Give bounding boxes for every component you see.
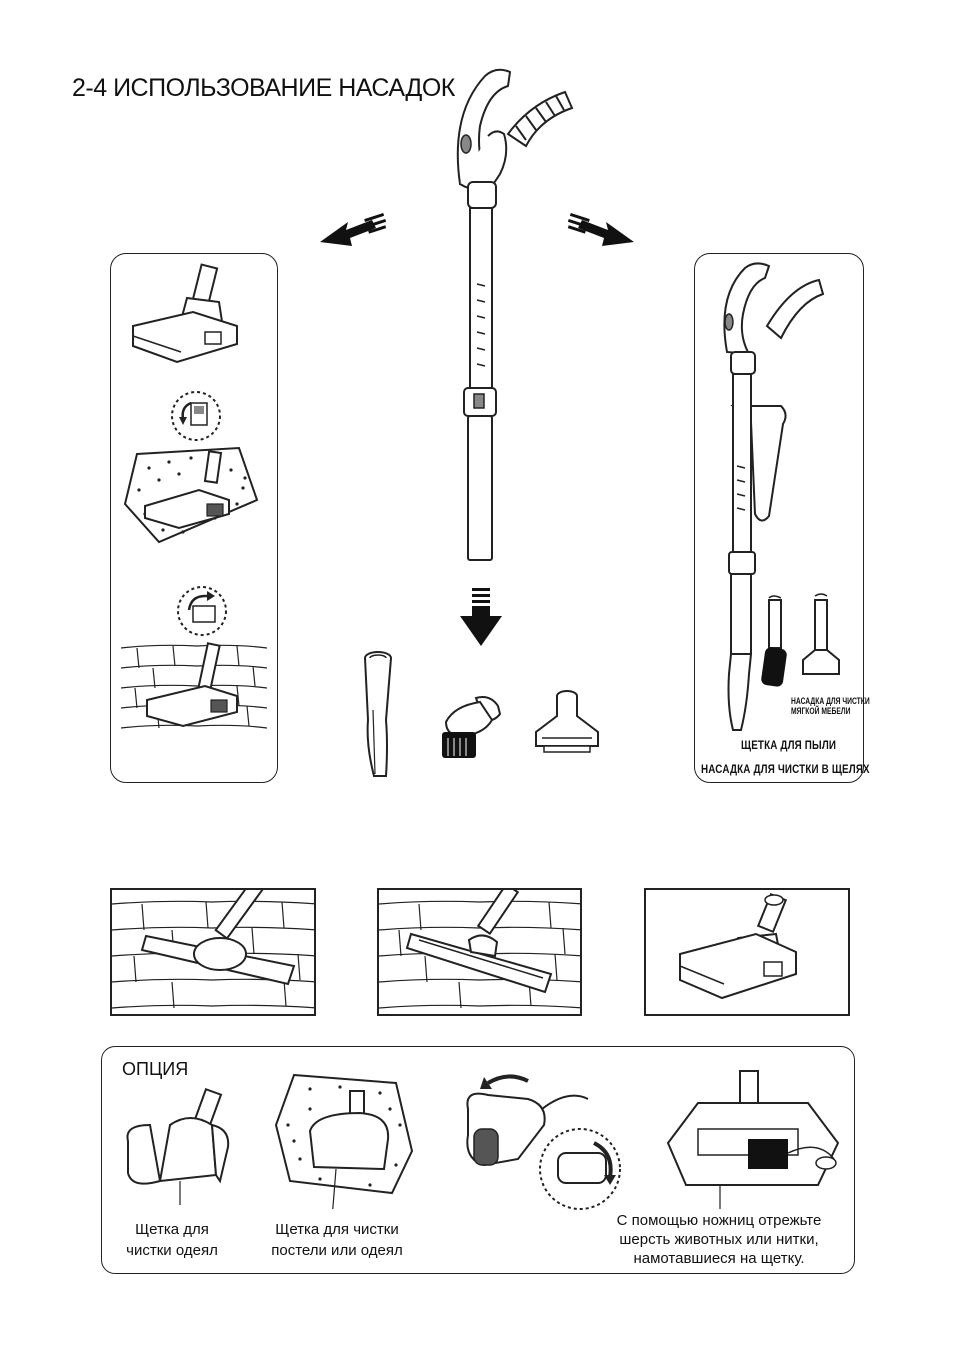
arrow-down-right-icon: [566, 212, 636, 252]
floor-brush-panel: [110, 253, 278, 783]
brick-wall-icon: [117, 634, 273, 744]
scissors-icon: [458, 1069, 628, 1219]
crevice-tool-icon: [356, 650, 400, 780]
carpet-icon: [119, 434, 269, 554]
rotate-icon: [175, 584, 229, 638]
floor-brush-icon: [123, 262, 253, 372]
turbo-brush-icon: [120, 1085, 240, 1205]
vacuum-wand-icon: [430, 64, 580, 574]
hard-floor-brush-panel: [377, 888, 582, 1016]
scissors-note-caption: С помощью ножниц отрежьте шерсть животны…: [602, 1211, 836, 1268]
hard-floor-panel: [110, 888, 316, 1016]
accessory-panel: НАСАДКА ДЛЯ ЧИСТКИ МЯГКОЙ МЕБЕЛИ ЩЕТКА Д…: [694, 253, 864, 783]
turbo-brush-icon: [658, 1069, 848, 1209]
upholstery-tool-label: НАСАДКА ДЛЯ ЧИСТКИ МЯГКОЙ МЕБЕЛИ: [791, 696, 870, 716]
page-title: 2-4 ИСПОЛЬЗОВАНИЕ НАСАДОК: [72, 74, 455, 103]
crevice-tool-label: НАСАДКА ДЛЯ ЧИСТКИ В ЩЕЛЯХ: [701, 762, 870, 776]
dusting-brush-icon: [434, 692, 506, 764]
bed-brush-caption: Щетка для чистки постели или одеял: [252, 1219, 422, 1261]
option-heading: ОПЦИЯ: [122, 1059, 188, 1080]
dusting-brush-label: ЩЕТКА ДЛЯ ПЫЛИ: [741, 738, 836, 752]
carpet-brush-panel: [644, 888, 850, 1016]
vacuum-wand-icon: [709, 256, 859, 736]
arrow-down-icon: [458, 588, 504, 648]
option-panel: ОПЦИЯ: [101, 1046, 855, 1274]
blanket-brush-caption: Щетка для чистки одеял: [102, 1219, 242, 1261]
upholstery-tool-icon: [530, 688, 604, 760]
arrow-down-left-icon: [318, 212, 388, 252]
carpet-icon: [270, 1069, 420, 1209]
